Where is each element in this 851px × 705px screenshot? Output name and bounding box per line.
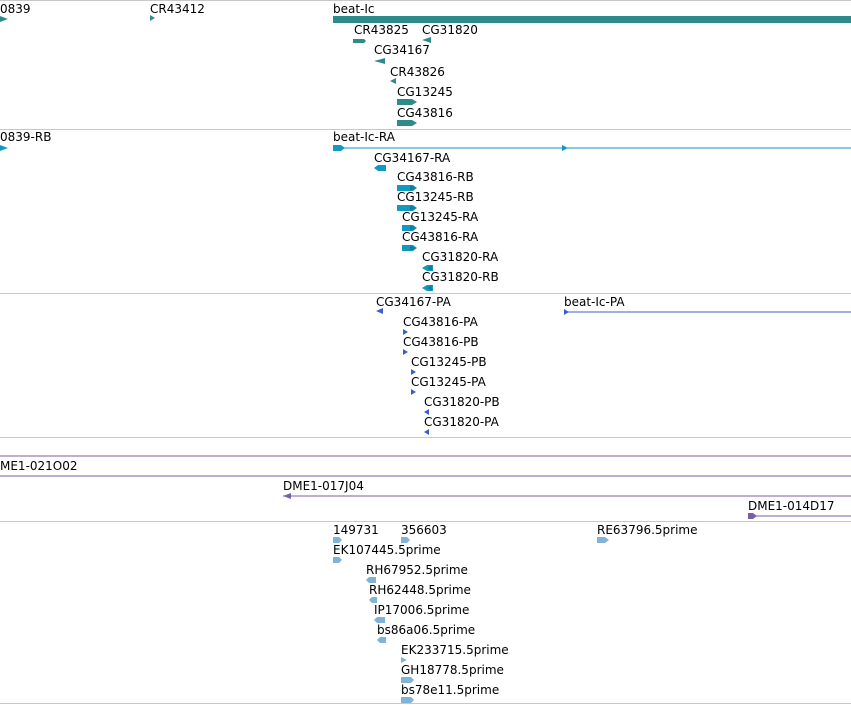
gene-label-cg31820[interactable]: CG31820 [422,23,478,37]
track-separator-genes [0,0,851,1]
gene-beat-ic-bar[interactable] [333,16,851,23]
est-label-ip17006[interactable]: IP17006.5prime [374,603,470,617]
track-separator-bottom [0,703,851,704]
est-label-ek233715[interactable]: EK233715.5prime [401,643,509,657]
transcript-label-beat-ic-ra[interactable]: beat-Ic-RA [333,130,395,144]
gene-cr43412-glyph[interactable] [150,15,155,21]
transcript-cg43816-ra-glyph[interactable] [402,245,417,251]
est-re63796-glyph[interactable] [597,537,609,543]
transcript-label-cg43816-rb[interactable]: CG43816-RB [397,170,474,184]
est-label-gh18778[interactable]: GH18778.5prime [401,663,504,677]
clone-label-me1-021o02[interactable]: ME1-021O02 [0,459,78,473]
transcript-0839-rb-glyph[interactable] [0,145,8,151]
protein-cg43816-pa-glyph[interactable] [403,329,408,335]
est-label-rh62448[interactable]: RH62448.5prime [369,583,471,597]
protein-cg13245-pa-glyph[interactable] [411,389,416,395]
gene-cr43825-glyph[interactable] [353,39,366,43]
track-separator-ests [0,521,851,522]
est-label-356603[interactable]: 356603 [401,523,447,537]
clone-track-glyphs [0,455,851,519]
clone-dme1-017j04-glyph[interactable] [283,493,291,499]
protein-label-cg31820-pb[interactable]: CG31820-PB [424,395,500,409]
transcript-label-cg13245-ra[interactable]: CG13245-RA [402,210,479,224]
protein-cg34167-pa-glyph[interactable] [376,308,383,314]
transcript-track-glyphs [0,145,851,291]
track-separator-clones [0,437,851,438]
protein-cg13245-pb-glyph[interactable] [411,369,416,375]
transcript-label-0839-rb[interactable]: 0839-RB [0,130,52,144]
est-ek233715-glyph[interactable] [401,657,407,663]
transcript-beat-ic-ra-glyph[interactable] [333,145,345,151]
transcript-label-cg31820-ra[interactable]: CG31820-RA [422,250,499,264]
protein-label-cg43816-pa[interactable]: CG43816-PA [403,315,478,329]
transcript-cg13245-ra-glyph[interactable] [402,225,417,231]
protein-cg43816-pb-glyph[interactable] [403,349,408,355]
est-label-bs86a06[interactable]: bs86a06.5prime [377,623,476,637]
clone-dme1-014d17-glyph[interactable] [748,513,757,519]
transcript-label-cg43816-ra[interactable]: CG43816-RA [402,230,479,244]
protein-label-cg43816-pb[interactable]: CG43816-PB [403,335,479,349]
protein-label-cg31820-pa[interactable]: CG31820-PA [424,415,499,429]
est-149731-glyph[interactable] [333,537,342,543]
gene-cg43816-glyph[interactable] [397,120,417,126]
est-gh18778-glyph[interactable] [401,677,414,683]
transcript-label-cg34167-ra[interactable]: CG34167-RA [374,151,451,165]
est-label-149731[interactable]: 149731 [333,523,379,537]
gene-cg34167-glyph[interactable] [374,58,385,64]
gene-label-cr43825[interactable]: CR43825 [354,23,409,37]
protein-label-beat-ic-pa[interactable]: beat-Ic-PA [564,295,625,309]
est-bs78e11-glyph[interactable] [401,697,414,703]
protein-label-cg13245-pb[interactable]: CG13245-PB [411,355,487,369]
gene-label-cg43816[interactable]: CG43816 [397,106,453,120]
protein-cg31820-pb-glyph[interactable] [424,409,429,415]
protein-label-cg34167-pa[interactable]: CG34167-PA [376,295,451,309]
transcript-label-cg31820-rb[interactable]: CG31820-RB [422,270,499,284]
clone-label-dme1-014d17[interactable]: DME1-014D17 [748,499,835,513]
protein-cg31820-pa-glyph[interactable] [424,429,429,435]
gene-cg31820-glyph[interactable] [422,37,431,43]
gene-label-cr43826[interactable]: CR43826 [390,65,445,79]
transcript-cg34167-ra-glyph[interactable] [374,165,386,171]
est-label-re63796[interactable]: RE63796.5prime [597,523,698,537]
est-label-bs78e11[interactable]: bs78e11.5prime [401,683,500,697]
gene-cg13245-glyph[interactable] [397,99,417,105]
est-label-rh67952[interactable]: RH67952.5prime [366,563,468,577]
est-track-glyphs [333,537,609,703]
est-ek107445-glyph[interactable] [333,557,342,563]
gene-label-beat-ic[interactable]: beat-Ic [333,2,375,16]
gene-label-0839[interactable]: 0839 [0,2,31,16]
est-356603-glyph[interactable] [401,537,410,543]
track-separator-transcripts [0,129,851,130]
track-separator-proteins [0,293,851,294]
est-rh67952-glyph[interactable] [366,577,376,583]
gene-label-cg13245[interactable]: CG13245 [397,85,453,99]
gene-track-glyphs [0,15,851,126]
est-label-ek107445[interactable]: EK107445.5prime [333,543,441,557]
protein-label-cg13245-pa[interactable]: CG13245-PA [411,375,486,389]
clone-label-dme1-017j04[interactable]: DME1-017J04 [283,479,364,493]
protein-beat-ic-pa-glyph[interactable] [564,309,569,315]
est-ip17006-glyph[interactable] [374,617,385,623]
transcript-label-cg13245-rb[interactable]: CG13245-RB [397,190,474,204]
est-bs86a06-glyph[interactable] [377,637,386,643]
gene-label-cg34167[interactable]: CG34167 [374,43,430,57]
est-rh62448-glyph[interactable] [369,597,377,603]
protein-track-glyphs [376,308,851,435]
gene-cr43826-glyph[interactable] [390,78,396,84]
gene-0839-glyph[interactable] [0,16,8,22]
gene-label-cr43412[interactable]: CR43412 [150,2,205,16]
transcript-beat-ic-ra-exon[interactable] [562,145,568,151]
